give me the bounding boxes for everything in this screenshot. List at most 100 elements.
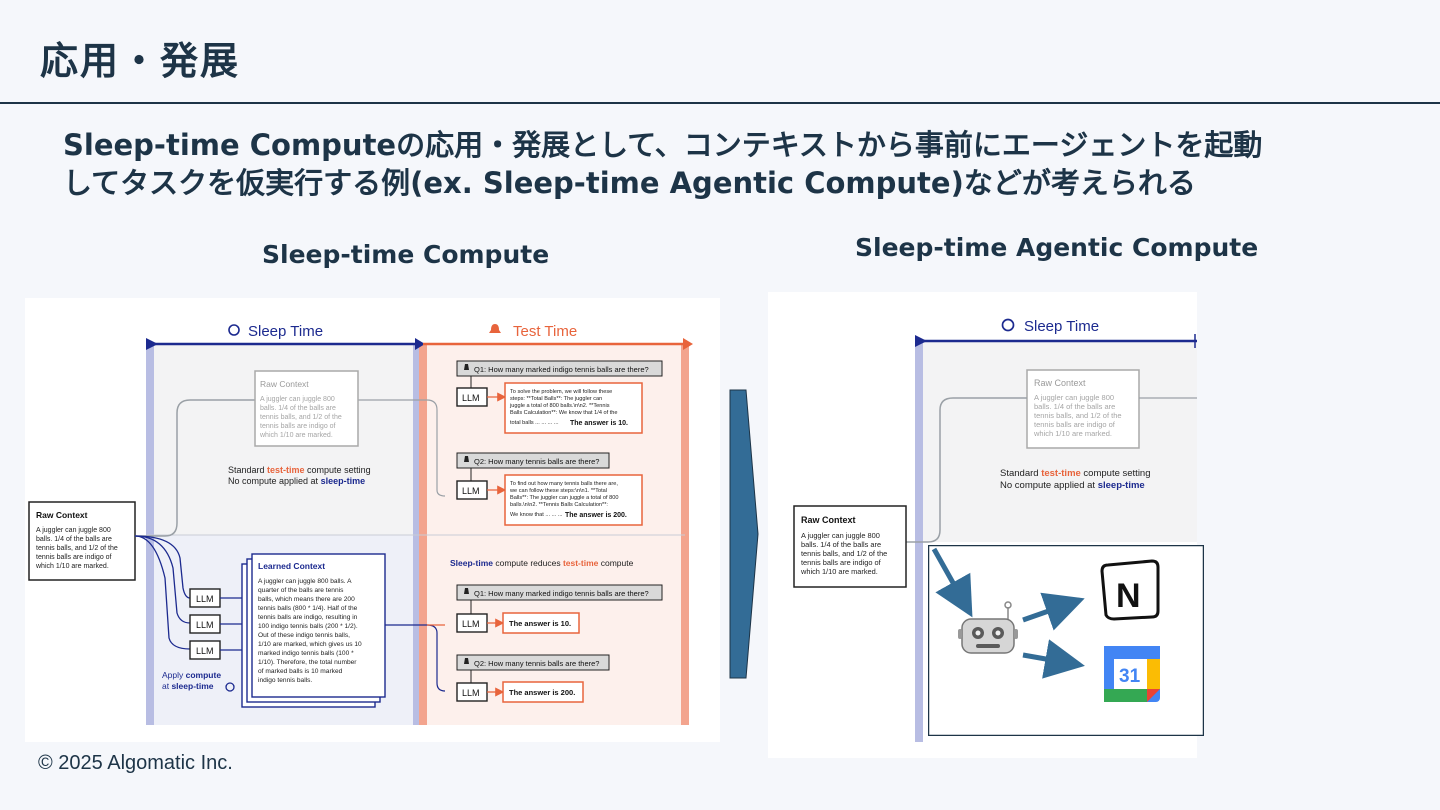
llm-label: LLM: [462, 486, 480, 496]
gray-raw-context-line: A juggler can juggle 800: [260, 396, 335, 403]
gray-raw-context-line: which 1/10 are marked.: [259, 432, 333, 439]
raw-context-line: balls. 1/4 of the balls are: [801, 540, 881, 549]
raw-context-line: balls. 1/4 of the balls are: [36, 536, 112, 543]
gray-raw-context-line: tennis balls, and 1/2 of the: [260, 414, 342, 421]
agentic-overlay-panel: N 31: [927, 544, 1205, 737]
no-compute-caption: No compute applied at sleep-time: [1000, 480, 1145, 491]
calendar-day: 31: [1119, 666, 1141, 687]
caption-part: at: [162, 681, 171, 691]
answer-line: To find out how many tennis balls there …: [510, 481, 618, 487]
gray-raw-context-line: balls. 1/4 of the balls are: [1034, 402, 1115, 411]
learned-line: tennis balls are indigo, resulting in: [258, 614, 358, 621]
caption-part: Standard: [228, 465, 267, 475]
caption-highlight: sleep-time: [171, 681, 213, 691]
q1-box-bottom: [456, 584, 663, 601]
lead-line-2: してタスクを仮実行する例(ex. Sleep-time Agentic Comp…: [63, 166, 1196, 200]
learned-line: 100 indigo tennis balls (200 * 1/2).: [258, 623, 358, 630]
q2-text: Q2: How many tennis balls are there?: [474, 659, 599, 668]
short-answer2-box: [502, 681, 584, 703]
caption-highlight: sleep-time: [321, 476, 366, 486]
llm-label: LLM: [196, 594, 214, 604]
learned-context-title: Learned Context: [258, 561, 325, 571]
llm-label: LLM: [196, 620, 214, 630]
answer-line: total balls ... ... ... ...: [510, 420, 559, 426]
raw-context-title: Raw Context: [801, 515, 856, 525]
learned-line: quarter of the balls are tennis: [258, 587, 344, 594]
answer2-final: The answer is 200.: [565, 512, 627, 519]
short-answer1-box: [502, 612, 580, 634]
caption-part: compute: [598, 558, 633, 568]
caption-part: No compute applied at: [1000, 480, 1098, 491]
raw-context-title: Raw Context: [36, 510, 88, 520]
gray-raw-context-line: tennis balls are indigo of: [260, 423, 336, 430]
no-compute-caption: No compute applied at sleep-time: [228, 476, 365, 486]
transition-arrow: [728, 388, 760, 680]
raw-context-line: which 1/10 are marked.: [35, 563, 109, 570]
caption-part: Standard: [1000, 468, 1041, 479]
learned-line: A juggler can juggle 800 balls. A: [258, 578, 352, 585]
q2-box-bottom: [456, 654, 610, 671]
lead-text: Sleep-time Computeの応用・発展として、コンテキストから事前にエ…: [63, 126, 1363, 202]
gray-raw-context-line: tennis balls are indigo of: [1034, 420, 1116, 429]
q2-box: [456, 452, 610, 469]
caption-highlight: Sleep-time: [450, 558, 493, 568]
llm-label: LLM: [462, 619, 480, 629]
answer-line: steps: **Total Balls**: The juggler can: [510, 396, 602, 402]
short-answer2: The answer is 200.: [509, 688, 575, 697]
calendar-icon: 31: [1104, 646, 1160, 702]
page-title: 応用・発展: [40, 39, 241, 83]
learned-context-box: [251, 553, 386, 698]
sleep-clock-icon: [225, 682, 235, 692]
raw-context-line: tennis balls are indigo of: [801, 558, 882, 567]
caption-part: compute setting: [305, 465, 371, 475]
answer-line: juggle a total of 800 balls.\n\n2. **Ten…: [509, 403, 610, 409]
caption-part: compute setting: [1081, 468, 1151, 479]
answer1-box: [504, 382, 643, 434]
gray-raw-context-line: tennis balls, and 1/2 of the: [1034, 411, 1122, 420]
caption-part: No compute applied at: [228, 476, 321, 486]
answer-line: To solve the problem, we will follow the…: [510, 389, 612, 395]
caption-part: Apply: [162, 670, 186, 680]
test-time-label: Test Time: [513, 323, 577, 340]
standard-setting-caption: Standard test-time compute setting: [1000, 468, 1151, 479]
gray-raw-context-line: A juggler can juggle 800: [1034, 393, 1114, 402]
short-answer1: The answer is 10.: [509, 619, 571, 628]
caption-highlight: sleep-time: [1098, 480, 1145, 491]
q1-box: [456, 360, 663, 377]
standard-setting-caption: Standard test-time compute setting: [228, 465, 371, 475]
q1-text: Q1: How many marked indigo tennis balls …: [474, 589, 649, 598]
raw-context-line: A juggler can juggle 800: [36, 527, 111, 534]
answer1-final: The answer is 10.: [570, 420, 628, 427]
copyright-footer: © 2025 Algomatic Inc.: [38, 752, 233, 774]
right-figure-heading: Sleep-time Agentic Compute: [855, 233, 1259, 262]
caption-highlight: test-time: [1041, 468, 1081, 479]
learned-line: 1/10 are marked, which gives us 10: [258, 641, 362, 648]
apply-compute-caption: Apply compute: [162, 670, 221, 680]
caption-highlight: test-time: [563, 558, 599, 568]
learned-line: of marked balls is 10 marked: [258, 668, 343, 675]
raw-context-line: A juggler can juggle 800: [801, 531, 880, 540]
caption-part: compute reduces: [493, 558, 563, 568]
answer2-box: [504, 474, 643, 526]
caption-highlight: compute: [186, 670, 222, 680]
lead-line-1: Sleep-time Computeの応用・発展として、コンテキストから事前にエ…: [63, 128, 1263, 162]
sleep-clock-icon: [228, 324, 240, 336]
gray-raw-context-title: Raw Context: [1034, 378, 1086, 388]
notion-letter: N: [1116, 577, 1141, 615]
left-figure-heading: Sleep-time Compute: [262, 240, 550, 269]
llm-label: LLM: [196, 646, 214, 656]
answer-line: We know that ... ... ...: [510, 512, 563, 518]
answer-line: Balls**: The juggler can juggle a total …: [510, 495, 618, 501]
sleep-time-compute-figure: Sleep Time Test Time Raw Context A juggl…: [25, 298, 720, 742]
raw-context-line: tennis balls, and 1/2 of the: [801, 549, 887, 558]
learned-line: indigo tennis balls.: [258, 677, 312, 684]
llm-label: LLM: [462, 393, 480, 403]
gray-raw-context-box: [254, 370, 359, 447]
robot-agent-icon: [958, 601, 1018, 654]
gray-raw-context-line: which 1/10 are marked.: [1033, 429, 1112, 438]
caption-highlight: test-time: [267, 465, 305, 475]
answer-line: we can follow these steps:\n\n1. **Total: [509, 488, 607, 494]
answer-line: Balls Calculation**: We know that 1/4 of…: [510, 410, 617, 416]
llm-label: LLM: [462, 688, 480, 698]
learned-line: tennis balls (800 * 1/4). Half of the: [258, 605, 358, 612]
